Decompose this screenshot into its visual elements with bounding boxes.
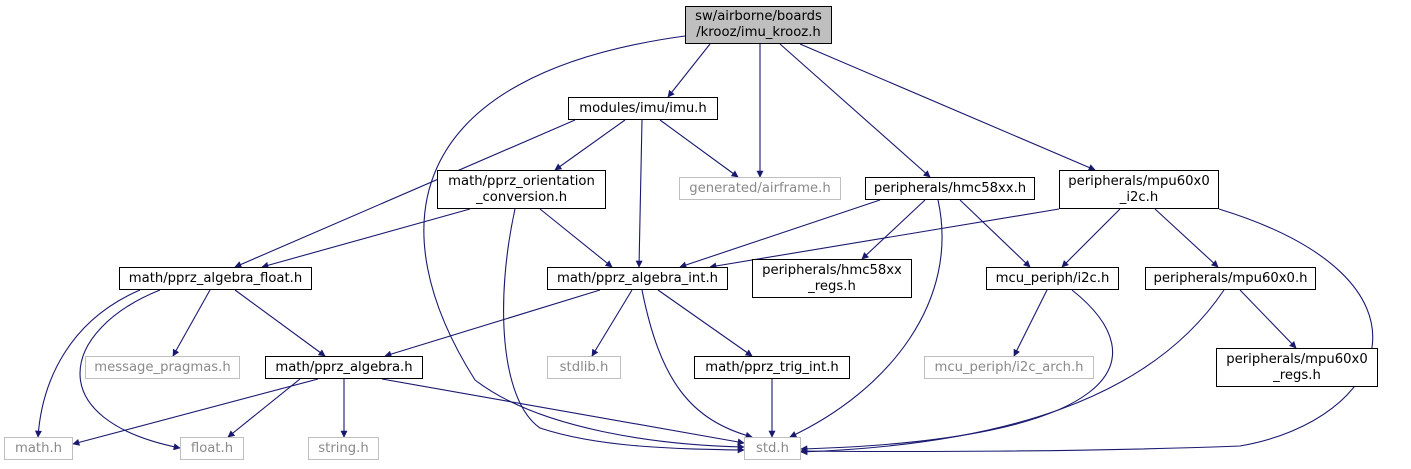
node-label: std.h — [756, 440, 789, 456]
edge-alg-to-mathh — [72, 378, 319, 446]
node-pprz-algebra-h[interactable]: math/pprz_algebra.h — [265, 356, 423, 379]
edge-root-to-imu — [667, 43, 711, 98]
node-math-h[interactable]: math.h — [4, 437, 73, 460]
node-mpu60x0-i2c-h[interactable]: peripherals/mpu60x0 _i2c.h — [1059, 170, 1219, 209]
edge-algint-to-stdh — [641, 289, 753, 439]
node-label: math/pprz_algebra.h — [275, 359, 413, 375]
node-label: mcu_periph/i2c_arch.h — [934, 359, 1084, 375]
node-label: float.h — [190, 440, 234, 456]
node-label: /krooz/imu_krooz.h — [696, 25, 821, 40]
edge-i2c-to-stdh — [800, 289, 1114, 453]
edge-algfloat-to-alg — [234, 289, 326, 357]
node-hmc58xx-h[interactable]: peripherals/hmc58xx.h — [865, 177, 1035, 200]
edge-algfloat-to-msgprag — [172, 289, 211, 357]
node-i2c-arch-h[interactable]: mcu_periph/i2c_arch.h — [924, 356, 1094, 379]
edge-orient-to-stdh — [503, 208, 745, 454]
node-imu-h[interactable]: modules/imu/imu.h — [568, 97, 718, 120]
node-string-h[interactable]: string.h — [308, 437, 379, 460]
edge-algfloat-to-mathh — [34, 289, 141, 438]
node-pprz-orientation-conversion-h[interactable]: math/pprz_orientation _conversion.h — [437, 170, 606, 209]
node-mpu60x0-h[interactable]: peripherals/mpu60x0.h — [1145, 267, 1316, 290]
edge-alg-to-floath — [227, 378, 301, 438]
edge-hmc-to-i2c — [959, 199, 1031, 268]
edge-mpui2c-to-algint — [709, 208, 1060, 270]
edge-orient-to-algfloat — [261, 208, 471, 269]
edge-i2c-to-i2carch — [1013, 289, 1048, 357]
node-label: peripherals/hmc58xx.h — [873, 180, 1027, 196]
node-label: math/pprz_algebra_int.h — [556, 270, 719, 286]
edge-root-to-mpui2c — [799, 43, 1096, 171]
edge-imu-to-airframe — [659, 119, 739, 178]
edge-hmc-to-hmcregs — [861, 199, 926, 260]
node-label: sw/airborne/boards — [695, 9, 822, 24]
node-label: string.h — [318, 440, 369, 456]
node-label: _i2c.h — [1119, 189, 1159, 205]
edge-algint-to-stdlib — [591, 289, 633, 357]
node-label: stdlib.h — [559, 359, 609, 375]
node-mcu-periph-i2c-h[interactable]: mcu_periph/i2c.h — [986, 267, 1119, 290]
edge-imu-to-orient — [554, 119, 626, 171]
edge-mpui2c-to-mpu — [1154, 208, 1219, 268]
node-pprz-algebra-int-h[interactable]: math/pprz_algebra_int.h — [547, 267, 728, 290]
edge-mpu-to-mpuregs — [1239, 289, 1297, 349]
node-message-pragmas-h[interactable]: message_pragmas.h — [85, 356, 240, 379]
edge-mpui2c-to-i2c — [1061, 208, 1121, 268]
node-label: modules/imu/imu.h — [579, 100, 707, 116]
node-label: peripherals/mpu60x0.h — [1153, 270, 1308, 286]
node-float-h[interactable]: float.h — [180, 437, 244, 460]
node-hmc58xx-regs-h[interactable]: peripherals/hmc58xx _regs.h — [752, 259, 912, 298]
edge-mpu-to-stdh — [800, 289, 1225, 456]
edge-imu-to-algfloat — [234, 119, 576, 268]
node-label: generated/airframe.h — [689, 180, 831, 196]
node-std-h[interactable]: std.h — [744, 437, 801, 460]
node-label: math.h — [14, 440, 62, 456]
node-label: _conversion.h — [475, 189, 568, 205]
node-label: math/pprz_orientation — [448, 173, 595, 189]
edge-root-to-stdh — [423, 35, 745, 451]
edge-hmc-to-algint — [679, 199, 881, 269]
node-pprz-algebra-float-h[interactable]: math/pprz_algebra_float.h — [119, 267, 312, 290]
edge-root-to-hmc — [779, 43, 931, 178]
edge-mpui2c-to-stdh — [800, 208, 1374, 455]
edge-algint-to-trig — [657, 289, 753, 357]
node-stdlib-h[interactable]: stdlib.h — [547, 356, 621, 379]
node-label: peripherals/mpu60x0 — [1068, 173, 1210, 189]
edge-algint-to-alg — [384, 289, 601, 358]
node-mpu60x0-regs-h[interactable]: peripherals/mpu60x0 _regs.h — [1216, 348, 1378, 387]
node-label: _regs.h — [1273, 367, 1321, 383]
node-pprz-trig-int-h[interactable]: math/pprz_trig_int.h — [694, 356, 850, 379]
node-label: mcu_periph/i2c.h — [995, 270, 1110, 286]
edge-alg-to-stdh — [381, 378, 745, 446]
node-label: math/pprz_algebra_float.h — [128, 270, 303, 286]
node-imu-krooz-h[interactable]: sw/airborne/boards /krooz/imu_krooz.h — [685, 6, 832, 44]
edge-hmc-to-stdh — [789, 199, 943, 438]
node-label: peripherals/hmc58xx — [762, 262, 902, 278]
node-label: _regs.h — [808, 278, 856, 294]
node-label: peripherals/mpu60x0 — [1226, 351, 1368, 367]
edge-orient-to-algint — [539, 208, 613, 268]
node-airframe-h[interactable]: generated/airframe.h — [679, 177, 841, 200]
node-label: math/pprz_trig_int.h — [705, 359, 839, 375]
edge-imu-to-algint — [635, 119, 643, 268]
edge-algfloat-to-floath — [79, 289, 181, 451]
node-label: message_pragmas.h — [94, 359, 231, 375]
